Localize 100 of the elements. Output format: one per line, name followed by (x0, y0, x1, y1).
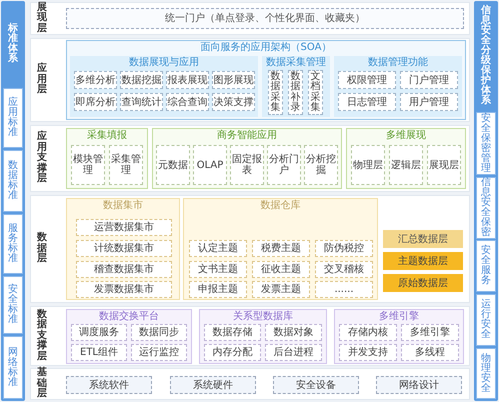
infrastructure-item: 系统软件 (66, 376, 152, 394)
category-panel: 数据标准 (3, 150, 23, 212)
data-item: 发票主题 (252, 281, 310, 298)
support-item: 物理层 (351, 145, 385, 185)
support-item: 分析挖掘 (304, 145, 338, 185)
function-group-panel (262, 56, 330, 117)
platform-item: 多维引擎 (401, 324, 459, 341)
support-group-panel (152, 128, 342, 189)
layer-band (30, 368, 470, 400)
layer-label: 数据层 (37, 233, 47, 265)
function-item: 数据采集 (268, 70, 283, 115)
layer-label: 基础层 (37, 368, 47, 400)
layer-band (30, 306, 470, 366)
layer-band (30, 2, 470, 35)
function-group-panel (70, 56, 258, 117)
layer-band (30, 125, 470, 192)
group-heading: 数据展现与应用 (128, 57, 200, 69)
platform-item: 数据同步 (131, 324, 187, 341)
function-item: 日志管理 (338, 93, 396, 111)
support-group-panel (346, 128, 466, 189)
group-heading: 数据管理功能 (367, 57, 429, 69)
platform-item: 数据对象 (265, 324, 322, 341)
category-panel: 服务标准 (3, 214, 23, 274)
platform-item: 内存分配 (204, 344, 261, 361)
layer-label: 数据支撑层 (37, 310, 47, 362)
group-heading: 数据仓库 (260, 200, 302, 212)
data-item: 交叉稽核 (315, 261, 373, 278)
layer-label: 应用支撑层 (37, 132, 47, 185)
layer-band (30, 195, 470, 303)
data-group-panel (183, 198, 378, 300)
data-tier-bar: 原始数据层 (383, 274, 463, 292)
data-item: 稽查数据集市 (76, 261, 172, 278)
support-item: 元数据 (156, 145, 190, 185)
platform-item: 数据存储 (204, 324, 261, 341)
platform-item: 后台进程 (265, 344, 322, 361)
group-heading: 多维引擎 (378, 311, 420, 323)
function-item: 文档采集 (308, 70, 323, 115)
category-panel: 信息安全保密 (476, 177, 496, 239)
data-item: ...... (315, 281, 373, 298)
support-item: OLAP (193, 145, 227, 185)
group-heading: 数据采集管理 (265, 57, 327, 69)
platform-group-panel (199, 309, 327, 364)
function-item: 综合查询 (166, 93, 209, 111)
group-heading: 面向服务的应用架构（SOA） (200, 42, 332, 54)
platform-item: 运行监控 (131, 344, 187, 361)
function-item: 数据挖掘 (120, 71, 163, 89)
function-item: 图形展现 (212, 71, 255, 89)
function-item: 多维分析 (74, 71, 117, 89)
portal-box: 统一门户（单点登录、个性化界面、收藏夹） (66, 8, 464, 29)
infrastructure-item: 系统硬件 (170, 376, 256, 394)
infrastructure-item: 安全设备 (273, 376, 359, 394)
function-item: 查询统计 (120, 93, 163, 111)
platform-item: 并发支持 (339, 344, 397, 361)
support-item: 分析门户 (267, 145, 301, 185)
function-item: 数据补录 (288, 70, 303, 115)
function-item: 门户管理 (400, 71, 458, 89)
platform-item: 调度服务 (71, 324, 127, 341)
platform-group-panel (334, 309, 464, 364)
data-item: 文书主题 (189, 261, 247, 278)
data-group-panel (66, 198, 180, 300)
group-heading: 商务智能应用 (216, 130, 278, 142)
group-heading: 关系型数据库 (232, 311, 294, 323)
data-tier-bar: 汇总数据层 (383, 230, 463, 248)
support-item: 模块管理 (71, 145, 105, 185)
data-item: 防伪税控 (315, 240, 373, 257)
category-panel: 运行安全 (476, 294, 496, 346)
function-item: 用户管理 (400, 93, 458, 111)
group-heading: 数据集市 (102, 200, 144, 212)
category-panel: 安全标准 (3, 276, 23, 334)
support-item: 采集管理 (109, 145, 143, 185)
support-item: 展现层 (427, 145, 461, 185)
function-item: 决策支撑 (212, 93, 255, 111)
category-panel: 网络标准 (3, 336, 23, 399)
data-item: 发票数据集市 (76, 281, 172, 298)
support-item: 固定报表 (230, 145, 264, 185)
platform-item: ETL组件 (71, 344, 127, 361)
data-item: 税费主题 (252, 240, 310, 257)
function-group-panel (334, 56, 462, 117)
category-panel: 应用标准 (3, 88, 23, 148)
platform-item: 存储内核 (339, 324, 397, 341)
support-group-panel (66, 128, 148, 189)
category-panel: 物理安全 (476, 348, 496, 399)
data-item: 申报主题 (189, 281, 247, 298)
layer-label: 应用层 (37, 64, 47, 96)
data-item: 运营数据集市 (76, 219, 172, 236)
data-item: 征收主题 (252, 261, 310, 278)
platform-item: 多线程 (401, 344, 459, 361)
function-item: 即席分析 (74, 93, 117, 111)
data-tier-bar: 主题数据层 (383, 252, 463, 270)
category-panel: 安全保密管理 (476, 112, 496, 175)
infrastructure-item: 网络设计 (376, 376, 462, 394)
group-heading: 采集填报 (86, 130, 128, 142)
data-item: 认定主题 (189, 240, 247, 257)
layer-label: 展现层 (37, 2, 47, 34)
function-item: 权限管理 (338, 71, 396, 89)
function-item: 报表展现 (166, 71, 209, 89)
support-item: 逻辑层 (389, 145, 423, 185)
group-heading: 多维展现 (385, 130, 427, 142)
category-panel: 安全服务 (476, 240, 496, 292)
platform-group-panel (66, 309, 192, 364)
